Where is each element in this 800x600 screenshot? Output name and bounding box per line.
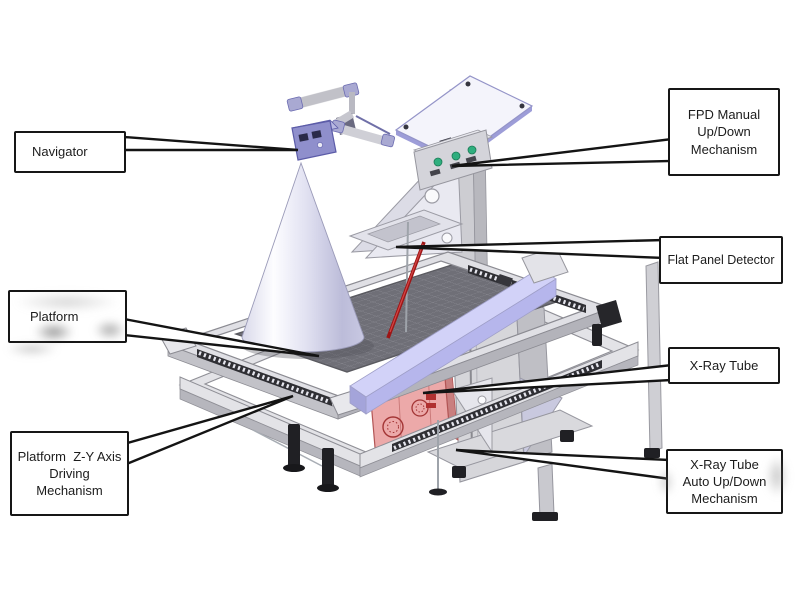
callout-xray-tube: X-Ray Tube <box>668 347 780 384</box>
callout-xray-auto: X-Ray Tube Auto Up/Down Mechanism <box>666 449 783 514</box>
callout-navigator-label: Navigator <box>32 144 88 160</box>
callout-fpd-manual-line1: FPD Manual <box>687 107 761 123</box>
callout-flat-panel-detector: Flat Panel Detector <box>659 236 783 284</box>
leader-lines <box>122 135 674 481</box>
callout-platform-label: Platform <box>30 308 79 324</box>
navigator-assembly <box>286 82 396 161</box>
callout-xray-tube-label: X-Ray Tube <box>689 357 759 373</box>
callout-fpd-manual-line3: Mechanism <box>690 141 758 157</box>
callout-platform-zy-line1: Platform Z-Y Axis <box>17 448 122 464</box>
machine-feet <box>283 424 339 492</box>
gantry-beam <box>349 246 569 415</box>
fpd-lift-mechanism <box>412 129 494 191</box>
pointer-rods <box>386 221 426 339</box>
callout-flat-panel-label: Flat Panel Detector <box>667 252 775 267</box>
callout-xray-auto-line3: Mechanism <box>691 491 758 507</box>
callout-fpd-manual-line2: Up/Down <box>697 124 751 140</box>
callout-xray-auto-line2: Auto Up/Down <box>682 473 767 489</box>
right-support-column <box>644 261 663 458</box>
base-frame-front <box>179 341 639 496</box>
callout-platform-zy-line3: Mechanism <box>36 483 103 499</box>
leader-navigator <box>122 135 299 152</box>
callout-fpd-manual: FPD Manual Up/Down Mechanism <box>668 88 780 176</box>
navigator-head <box>291 119 339 161</box>
callout-platform-zy-line2: Driving <box>49 465 90 481</box>
callout-xray-auto-line1: X-Ray Tube <box>690 456 759 472</box>
callout-navigator: Navigator <box>14 131 126 173</box>
guide-rod <box>405 221 409 333</box>
callout-platform-zy: Platform Z-Y Axis Driving Mechanism <box>10 431 129 516</box>
callout-platform: Platform <box>8 290 127 343</box>
cone <box>241 161 365 353</box>
